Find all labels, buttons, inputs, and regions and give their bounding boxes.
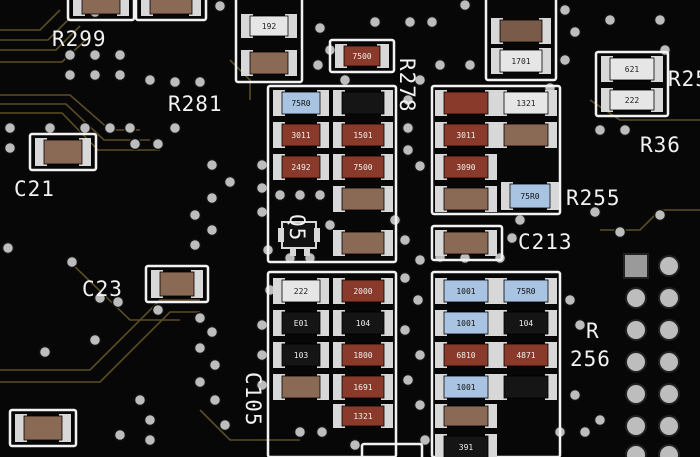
component-code: 3011 bbox=[291, 131, 310, 140]
resistor-75r0-left: 75R0 bbox=[273, 90, 329, 116]
component-code: 104 bbox=[356, 319, 371, 328]
resistor-103: 103 bbox=[273, 342, 329, 368]
component-code: 222 bbox=[294, 287, 309, 296]
label-c213: C213 bbox=[518, 230, 573, 254]
label-r256-prefix: R bbox=[586, 319, 600, 343]
header-pin-strip bbox=[623, 253, 680, 457]
component-code: 2492 bbox=[291, 163, 310, 172]
resistor-75r0-r255: 75R0 bbox=[501, 182, 559, 210]
resistor-3011-right: 3011 bbox=[435, 122, 497, 148]
label-c21: C21 bbox=[14, 177, 55, 201]
component-code: 1701 bbox=[511, 57, 530, 66]
component-code: 75R0 bbox=[516, 287, 535, 296]
component-code: 7500 bbox=[353, 163, 372, 172]
component-code: 1001 bbox=[456, 319, 475, 328]
label-r256-number: 256 bbox=[570, 347, 611, 371]
capacitor-c213 bbox=[435, 230, 497, 256]
transistor-q5 bbox=[278, 221, 320, 256]
capacitor-center-3 bbox=[333, 230, 393, 256]
component-code: 3011 bbox=[456, 131, 475, 140]
resistor-3090: 3090 bbox=[435, 154, 497, 180]
component-code: 391 bbox=[459, 443, 474, 452]
component-code: 1501 bbox=[353, 131, 372, 140]
component-code: 2000 bbox=[353, 287, 372, 296]
resistor-391: 391 bbox=[435, 434, 497, 457]
component-code: 6810 bbox=[456, 351, 475, 360]
component-code: 104 bbox=[519, 319, 534, 328]
component-code: 7500 bbox=[352, 52, 371, 61]
component-code: 103 bbox=[294, 351, 309, 360]
resistor-1501: 1501 bbox=[333, 122, 393, 148]
resistor-222-right: 222 bbox=[601, 88, 663, 112]
resistor-top-2 bbox=[141, 0, 201, 16]
resistor-104-a: 104 bbox=[333, 310, 393, 336]
capacitor-mid-right bbox=[495, 122, 557, 148]
resistor-4871: 4871 bbox=[495, 342, 557, 368]
component-code: 1800 bbox=[353, 351, 372, 360]
resistor-red-1 bbox=[435, 90, 497, 116]
resistor-2000: 2000 bbox=[333, 278, 393, 304]
capacitor-c105 bbox=[273, 374, 329, 400]
capacitor-bottom-left bbox=[15, 414, 71, 442]
resistor-2492: 2492 bbox=[273, 154, 329, 180]
component-code: 621 bbox=[625, 65, 640, 74]
resistor-75r0-b: 75R0 bbox=[495, 278, 557, 304]
label-c23: C23 bbox=[82, 277, 123, 301]
capacitor-center-1 bbox=[333, 186, 393, 212]
capacitor-c23 bbox=[151, 270, 203, 298]
component-code: 192 bbox=[262, 22, 277, 31]
resistor-black-lower bbox=[495, 374, 557, 400]
label-c105: C105 bbox=[241, 372, 265, 427]
silkscreen-outlines bbox=[8, 0, 670, 457]
resistor-1800: 1800 bbox=[333, 342, 393, 368]
resistor-7500-mid: 7500 bbox=[333, 154, 393, 180]
resistor-7500-top: 7500 bbox=[335, 44, 389, 68]
label-r281: R281 bbox=[168, 92, 223, 116]
resistor-1321-bottom: 1321 bbox=[333, 404, 393, 428]
label-r278: R278 bbox=[395, 58, 419, 113]
resistor-222: 222 bbox=[273, 278, 329, 304]
component-code: 1321 bbox=[516, 99, 535, 108]
resistor-1001-b: 1001 bbox=[435, 310, 497, 336]
label-r255: R255 bbox=[566, 186, 621, 210]
component-code: E01 bbox=[294, 319, 309, 328]
component-code: 75R0 bbox=[520, 192, 539, 201]
component-code: 1001 bbox=[456, 287, 475, 296]
label-r25: R25 bbox=[668, 67, 700, 91]
resistor-621: 621 bbox=[601, 56, 663, 82]
silkscreen-labels: R299 R278 R281 R25 R36 C21 C23 Q5 R255 C… bbox=[14, 27, 700, 427]
component-code: 1691 bbox=[353, 383, 372, 392]
capacitor-bottom-1 bbox=[435, 404, 497, 428]
resistor-1321: 1321 bbox=[495, 90, 557, 116]
resistor-104-b: 104 bbox=[495, 310, 557, 336]
capacitor-c21 bbox=[35, 138, 91, 166]
label-q5: Q5 bbox=[285, 214, 309, 241]
resistor-1701: 1701 bbox=[491, 48, 551, 74]
component-code: 3090 bbox=[456, 163, 475, 172]
component-code: 4871 bbox=[516, 351, 535, 360]
component-code: 1001 bbox=[456, 383, 475, 392]
resistor-192: 192 bbox=[241, 14, 297, 38]
resistor-1001-c: 1001 bbox=[435, 374, 497, 400]
resistor-3011-left: 3011 bbox=[273, 122, 329, 148]
component-code: 222 bbox=[625, 96, 640, 105]
label-r299: R299 bbox=[52, 27, 107, 51]
component-code: 75R0 bbox=[291, 99, 310, 108]
resistor-1691: 1691 bbox=[333, 374, 393, 400]
resistor-e01: E01 bbox=[273, 310, 329, 336]
capacitor-top bbox=[241, 50, 297, 76]
component-code: 1321 bbox=[353, 412, 372, 421]
label-r36: R36 bbox=[640, 133, 681, 157]
capacitor-center-2 bbox=[435, 186, 497, 212]
resistor-top-1 bbox=[73, 0, 129, 16]
smd-components: 192 7500 1701 621 222 75R0 1321 3011 1501 3011 249… bbox=[15, 0, 663, 457]
resistor-6810: 6810 bbox=[435, 342, 497, 368]
capacitor-top-right-1 bbox=[491, 18, 551, 44]
resistor-black bbox=[333, 90, 393, 116]
resistor-1001-a: 1001 bbox=[435, 278, 497, 304]
